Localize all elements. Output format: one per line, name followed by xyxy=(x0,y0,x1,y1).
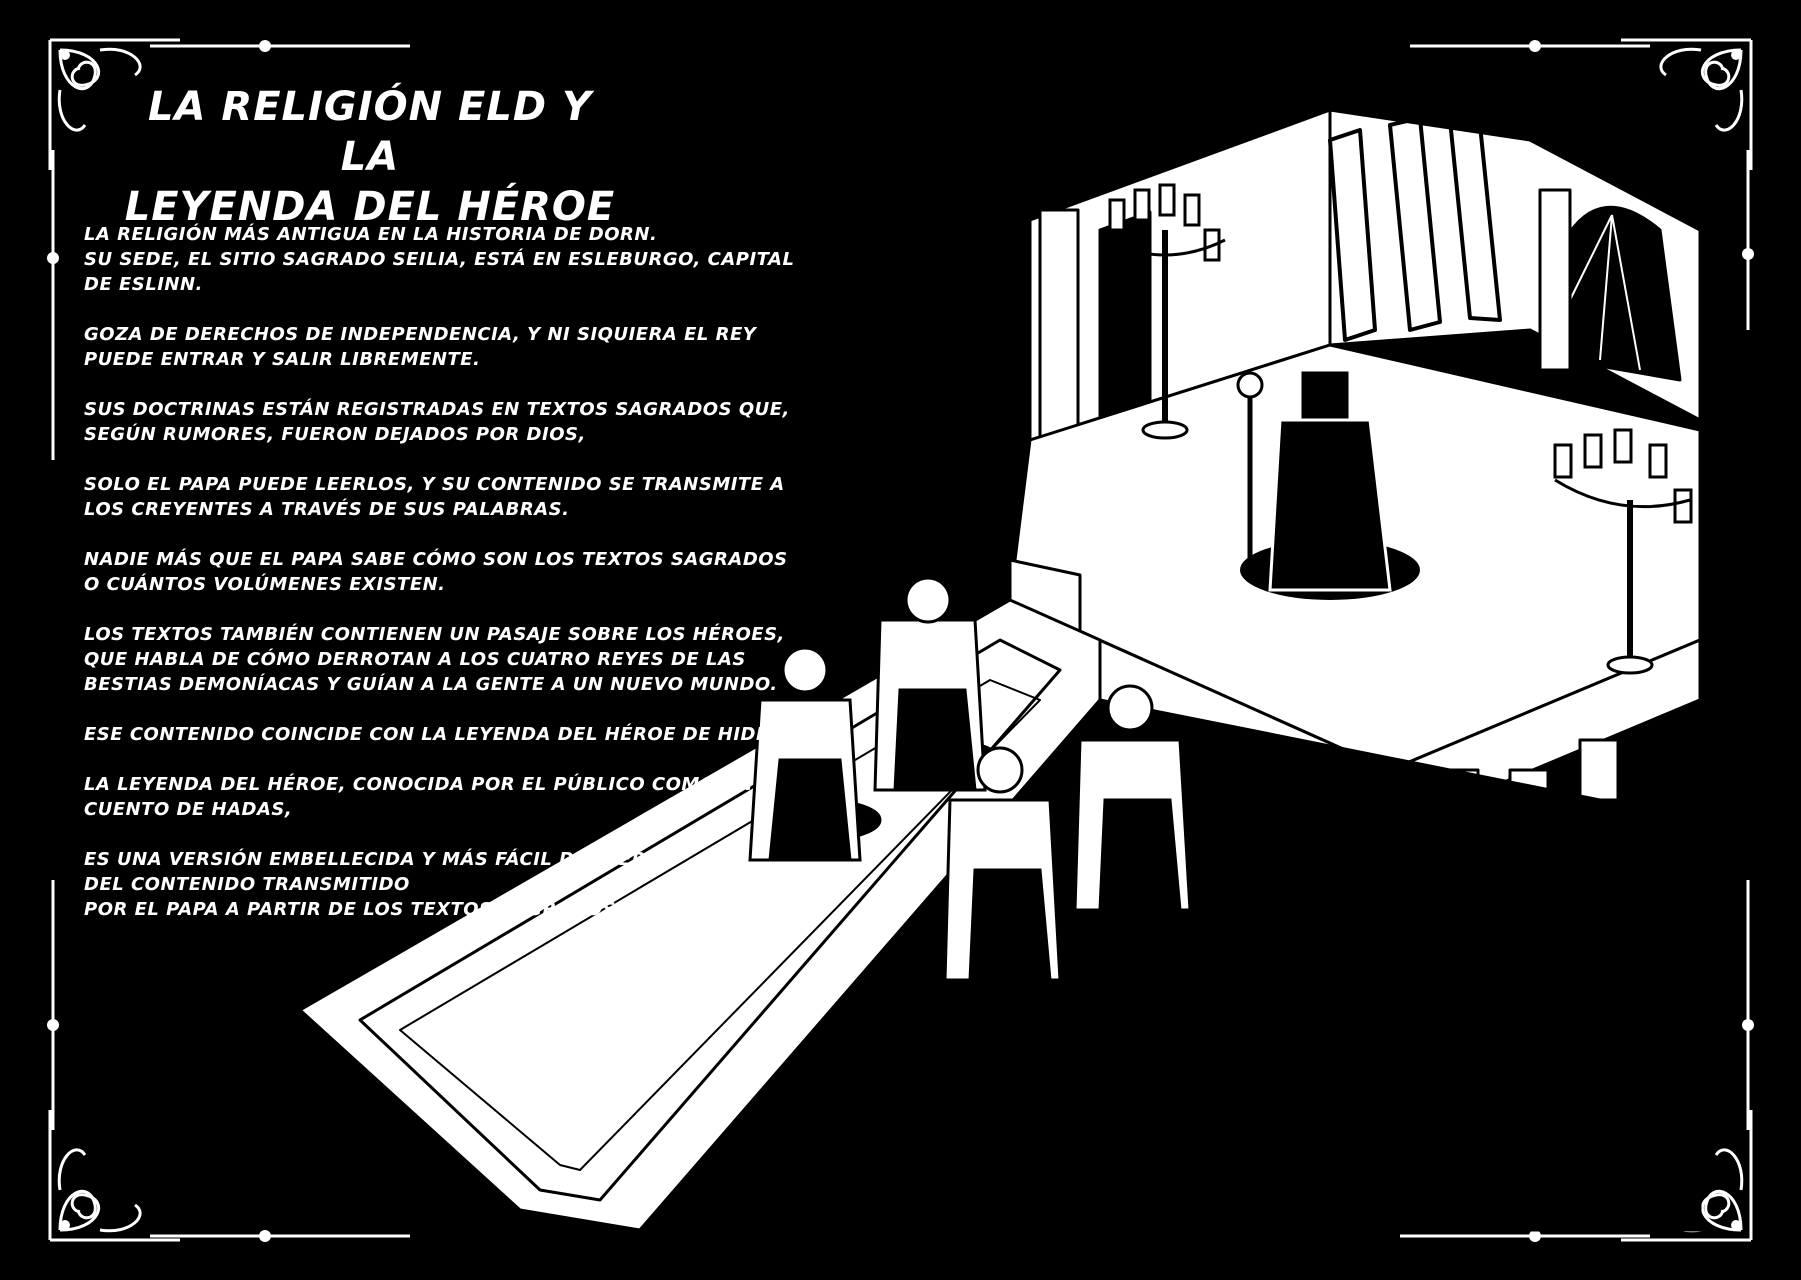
paragraph: NADIE MÁS QUE EL PAPA SABE CÓMO SON LOS … xyxy=(84,547,804,597)
priest-1 xyxy=(748,646,882,862)
paragraph: GOZA DE DERECHOS DE INDEPENDENCIA, Y NI … xyxy=(84,322,804,372)
text-line: GOZA DE DERECHOS DE INDEPENDENCIA, Y NI … xyxy=(84,324,757,345)
title-line: LA RELIGIÓN ELD Y LA xyxy=(148,84,592,180)
text-line: LOS TEXTOS TAMBIÉN CONTIENEN UN PASAJE S… xyxy=(84,624,785,645)
text-line: POR EL PAPA A PARTIR DE LOS TEXTOS SAGRA… xyxy=(84,899,624,920)
text-line: SOLO EL PAPA PUEDE LEERLOS, Y SU CONTENI… xyxy=(84,474,785,495)
candelabra-right xyxy=(1553,428,1693,675)
text-line: LA RELIGIÓN MÁS ANTIGUA EN LA HISTORIA D… xyxy=(84,224,658,245)
doorway xyxy=(1098,210,1152,437)
text-line: NADIE MÁS QUE EL PAPA SABE CÓMO SON LOS … xyxy=(84,549,788,570)
priest-2 xyxy=(873,576,1002,792)
page-title: LA RELIGIÓN ELD Y LA LEYENDA DEL HÉROE xyxy=(120,82,620,232)
text-line: O CUÁNTOS VOLÚMENES EXISTEN. xyxy=(84,574,446,595)
body-text: LA RELIGIÓN MÁS ANTIGUA EN LA HISTORIA D… xyxy=(84,222,804,947)
text-line: SEGÚN RUMORES, FUERON DEJADOS POR DIOS, xyxy=(84,424,586,445)
text-line: DEL CONTENIDO TRANSMITIDO xyxy=(84,874,410,895)
candelabra-left xyxy=(1104,183,1226,440)
text-line: LOS CREYENTES A TRAVÉS DE SUS PALABRAS. xyxy=(84,499,570,520)
text-line: CUENTO DE HADAS, xyxy=(84,799,293,820)
pope-figure xyxy=(1236,368,1420,600)
corner-flourish-icon xyxy=(1621,1110,1753,1242)
corner-flourish-icon xyxy=(48,38,180,170)
corner-flourish-icon xyxy=(48,1110,180,1242)
title-line: LEYENDA DEL HÉROE xyxy=(124,184,616,230)
corner-flourish-icon xyxy=(1621,38,1753,170)
priest-4 xyxy=(1073,684,1212,912)
paragraph: ES UNA VERSIÓN EMBELLECIDA Y MÁS FÁCIL D… xyxy=(84,847,804,922)
text-line: QUE HABLA DE CÓMO DERROTAN A LOS CUATRO … xyxy=(84,649,746,670)
paragraph: LA LEYENDA DEL HÉROE, CONOCIDA POR EL PÚ… xyxy=(84,772,804,822)
paragraph: SOLO EL PAPA PUEDE LEERLOS, Y SU CONTENI… xyxy=(84,472,804,522)
paragraph: LA RELIGIÓN MÁS ANTIGUA EN LA HISTORIA D… xyxy=(84,222,804,297)
text-line: SU SEDE, EL SITIO SAGRADO SEILIA, ESTÁ E… xyxy=(84,249,795,270)
text-line: LA LEYENDA DEL HÉROE, CONOCIDA POR EL PÚ… xyxy=(84,774,754,795)
text-line: DE ESLINN. xyxy=(84,274,203,295)
paragraph: ESE CONTENIDO COINCIDE CON LA LEYENDA DE… xyxy=(84,722,804,747)
text-line: ES UNA VERSIÓN EMBELLECIDA Y MÁS FÁCIL D… xyxy=(84,849,647,870)
text-line: SUS DOCTRINAS ESTÁN REGISTRADAS EN TEXTO… xyxy=(84,399,790,420)
priest-3 xyxy=(943,746,1082,982)
text-line: PUEDE ENTRAR Y SALIR LIBREMENTE. xyxy=(84,349,481,370)
paragraph: SUS DOCTRINAS ESTÁN REGISTRADAS EN TEXTO… xyxy=(84,397,804,447)
text-line: ESE CONTENIDO COINCIDE CON LA LEYENDA DE… xyxy=(84,724,792,745)
priest-figures xyxy=(748,576,1212,982)
text-line: BESTIAS DEMONÍACAS Y GUÍAN A LA GENTE A … xyxy=(84,674,778,695)
paragraph: LOS TEXTOS TAMBIÉN CONTIENEN UN PASAJE S… xyxy=(84,622,804,697)
